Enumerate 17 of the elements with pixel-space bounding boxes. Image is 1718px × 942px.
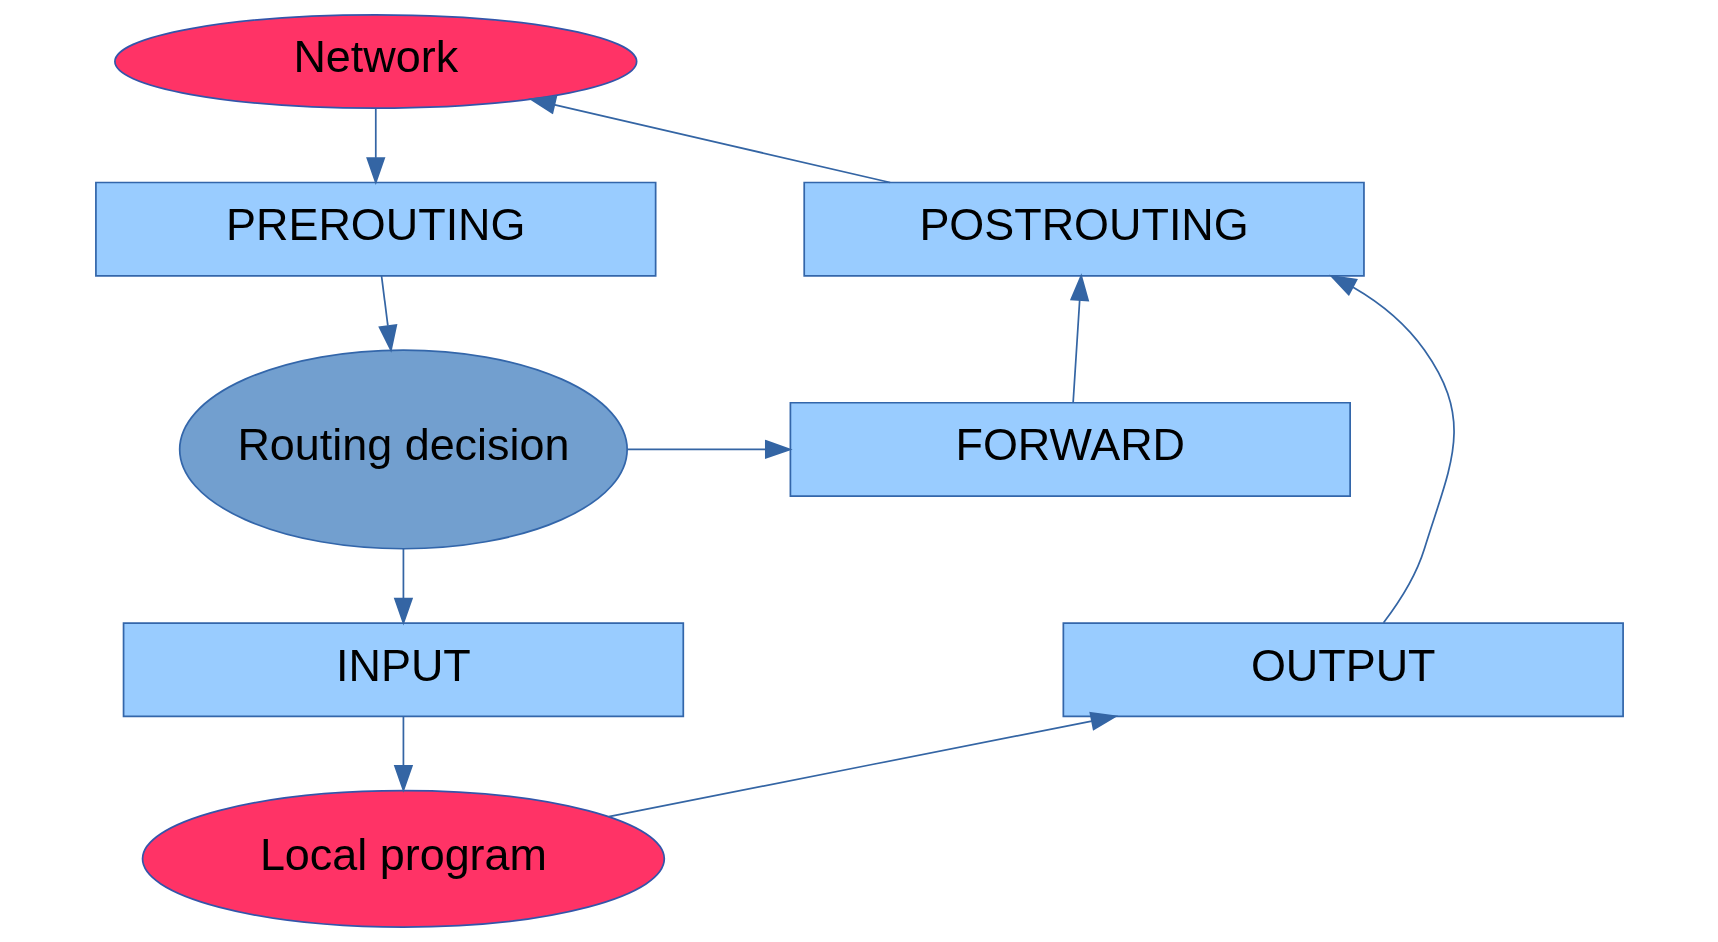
node-ellipse: Routing decision bbox=[178, 349, 628, 550]
node-box: POSTROUTING bbox=[802, 181, 1365, 277]
arrow bbox=[365, 107, 385, 185]
node-box: OUTPUT bbox=[1062, 622, 1624, 718]
arrow bbox=[1069, 273, 1089, 403]
node-ellipse: Local program bbox=[141, 789, 665, 928]
arrow bbox=[377, 274, 397, 353]
arrow bbox=[393, 715, 413, 793]
node-box: INPUT bbox=[122, 622, 684, 718]
arrow bbox=[1328, 274, 1455, 624]
arrow bbox=[393, 547, 413, 626]
arrow bbox=[607, 711, 1118, 818]
node-box: PREROUTING bbox=[94, 181, 656, 277]
node-box: FORWARD bbox=[789, 401, 1351, 497]
arrow bbox=[527, 95, 891, 184]
arrow bbox=[626, 439, 793, 460]
node-ellipse: Network bbox=[113, 14, 637, 110]
